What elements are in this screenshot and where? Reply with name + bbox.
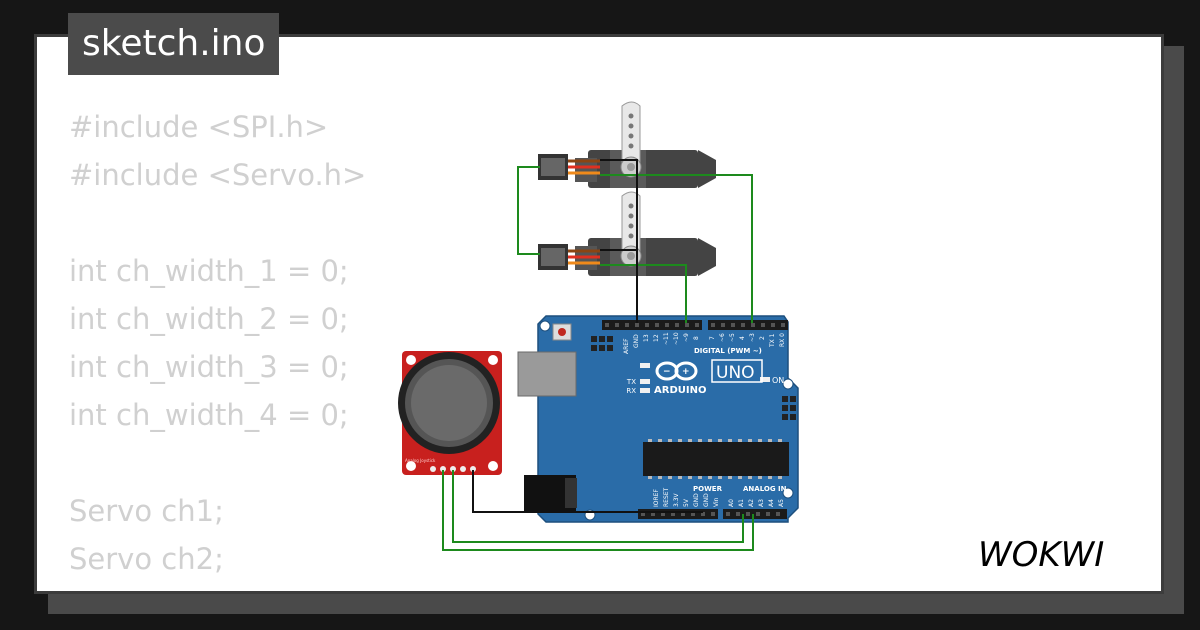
led-tx-label: TX <box>626 378 636 386</box>
led-rx-label: RX <box>626 387 636 395</box>
digital-header-high <box>708 320 788 330</box>
preview-card: #include <SPI.h> #include <Servo.h> int ch… <box>34 34 1164 594</box>
svg-text:TX 1: TX 1 <box>769 333 776 348</box>
code-line: Servo ch1; <box>69 494 224 528</box>
svg-text:A3: A3 <box>758 499 765 507</box>
code-line: int ch_width_2 = 0; <box>69 302 349 336</box>
svg-text:13: 13 <box>643 334 650 342</box>
code-line: int ch_width_1 = 0; <box>69 254 349 288</box>
svg-text:AREF: AREF <box>623 338 630 354</box>
svg-text:GND: GND <box>633 334 640 348</box>
on-led-label: ON <box>772 376 784 385</box>
svg-text:A4: A4 <box>768 499 775 507</box>
svg-text:IOREF: IOREF <box>653 489 660 507</box>
svg-text:2: 2 <box>759 336 766 340</box>
svg-text:8: 8 <box>693 336 700 340</box>
svg-text:RX 0: RX 0 <box>779 333 786 347</box>
code-line: #include <Servo.h> <box>69 158 367 192</box>
svg-text:~11: ~11 <box>663 332 670 345</box>
power-header-label: POWER <box>693 485 723 493</box>
wiring <box>442 159 754 551</box>
analog-header-label: ANALOG IN <box>743 485 787 493</box>
svg-text:Vin: Vin <box>713 497 720 507</box>
analog-header <box>723 509 787 519</box>
svg-text:3.3V: 3.3V <box>673 492 680 507</box>
arduino-infinity-icon <box>655 361 698 381</box>
svg-text:~10: ~10 <box>673 332 680 345</box>
svg-text:−: − <box>663 367 671 377</box>
wokwi-logo-text: WOKWI <box>978 535 1104 575</box>
svg-text:~3: ~3 <box>749 333 756 342</box>
svg-text:5V: 5V <box>683 498 690 507</box>
code-line: int ch_width_4 = 0; <box>69 398 349 432</box>
code-line: Servo ch2; <box>69 542 224 576</box>
joystick-label: Analog Joystick <box>405 458 436 463</box>
usb-port <box>517 351 577 397</box>
svg-text:A2: A2 <box>748 499 755 507</box>
svg-text:~9: ~9 <box>683 333 690 342</box>
servo-motor-2[interactable] <box>538 191 716 276</box>
svg-text:12: 12 <box>653 334 660 342</box>
svg-text:GND: GND <box>693 493 700 507</box>
digital-header-low <box>602 320 702 330</box>
code-line: Servo ch3; <box>69 583 366 591</box>
svg-text:7: 7 <box>709 336 716 340</box>
svg-text:+: + <box>682 367 690 377</box>
svg-text:A0: A0 <box>728 499 735 507</box>
svg-text:4: 4 <box>739 336 746 340</box>
analog-joystick[interactable]: Analog Joystick <box>398 351 502 475</box>
svg-text:A1: A1 <box>738 499 745 507</box>
arduino-model-label: UNO <box>716 363 755 383</box>
svg-text:~6: ~6 <box>719 333 726 342</box>
file-tab[interactable]: sketch.ino <box>68 13 280 75</box>
svg-text:~5: ~5 <box>729 333 736 342</box>
arduino-brand-label: ARDUINO <box>654 385 706 396</box>
arduino-uno-board[interactable]: AREF GND 13 12 ~11 ~10 ~9 8 7 ~6 ~5 4 ~3… <box>517 315 799 523</box>
code-line: int ch_width_3 = 0; <box>69 350 349 384</box>
code-preview: #include <SPI.h> #include <Servo.h> int ch… <box>69 103 367 591</box>
code-line: #include <SPI.h> <box>69 110 329 144</box>
wokwi-logo: WOKWI <box>978 535 1104 575</box>
svg-text:A5: A5 <box>778 499 785 507</box>
svg-text:GND: GND <box>703 493 710 507</box>
digital-header-label: DIGITAL (PWM ~) <box>694 347 762 355</box>
atmega-chip <box>643 442 789 476</box>
power-header <box>638 509 718 519</box>
svg-text:RESET: RESET <box>663 487 670 507</box>
